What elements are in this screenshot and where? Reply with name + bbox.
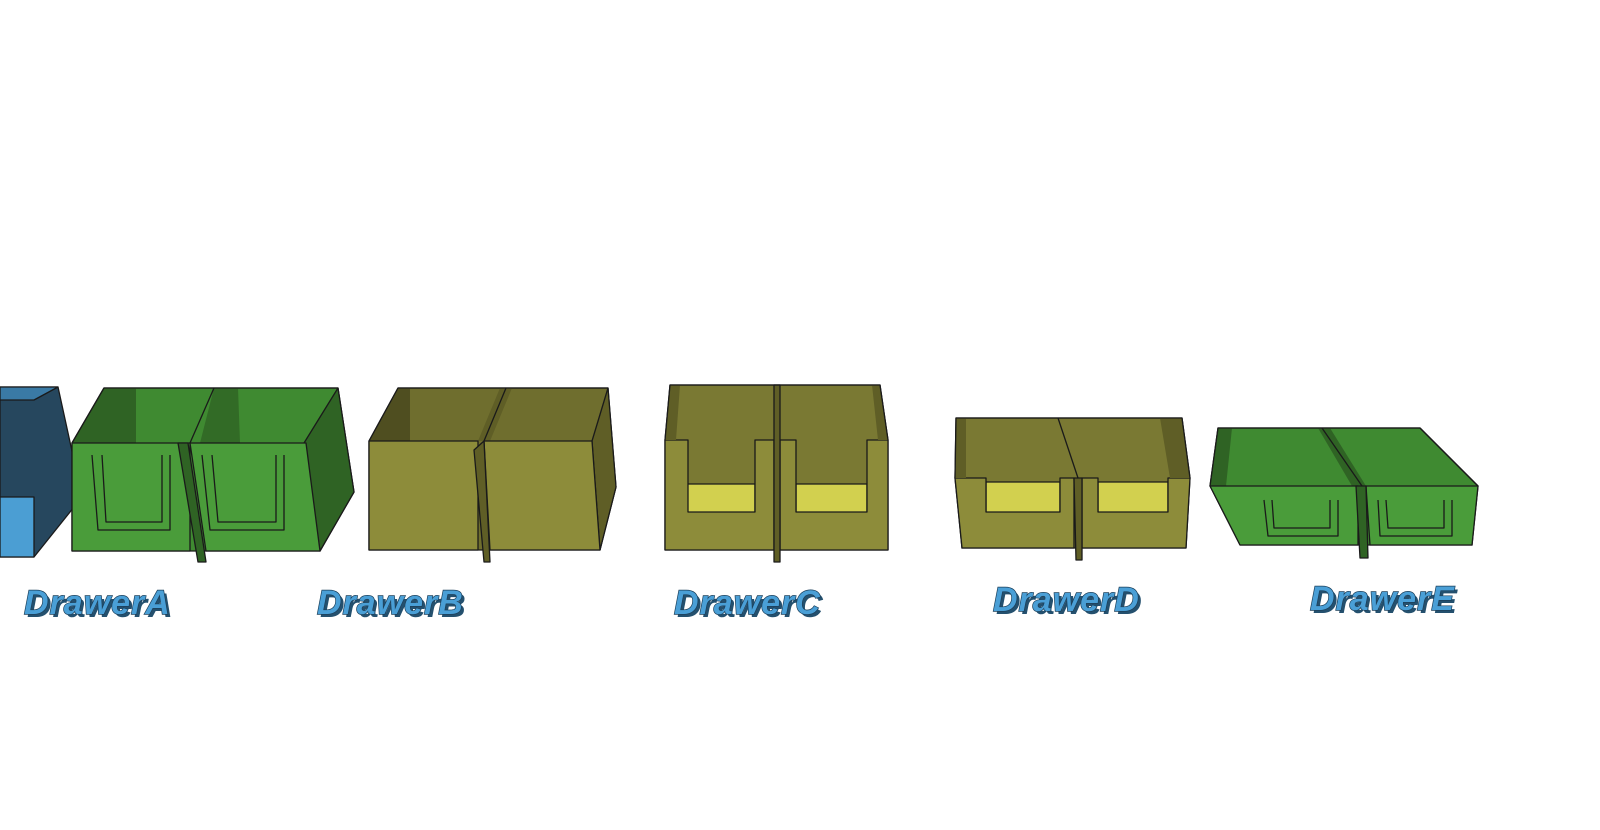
drawer-c[interactable] [664, 384, 889, 563]
drawer-c-label-shadow: DrawerC [677, 587, 824, 625]
drawer-a[interactable] [71, 387, 355, 563]
drawer-d[interactable] [954, 417, 1191, 561]
drawer-a-label: DrawerA [24, 584, 171, 622]
drawer-b-label: DrawerB [317, 584, 464, 622]
drawer-e[interactable] [1209, 427, 1479, 559]
drawer-a-label-shadow: DrawerA [27, 587, 174, 625]
cabinet-partial[interactable] [0, 386, 83, 558]
drawer-d-label-shadow: DrawerD [996, 584, 1143, 622]
drawer-labels: DrawerA DrawerA DrawerB DrawerB DrawerC … [23, 579, 1458, 625]
drawer-d-label: DrawerD [993, 581, 1140, 619]
drawer-e-label: DrawerE [1310, 580, 1455, 618]
drawer-e-label-shadow: DrawerE [1313, 583, 1458, 621]
drawer-b[interactable] [368, 387, 617, 563]
drawer-b-label-shadow: DrawerB [320, 587, 467, 625]
drawer-c-label: DrawerC [674, 584, 821, 622]
